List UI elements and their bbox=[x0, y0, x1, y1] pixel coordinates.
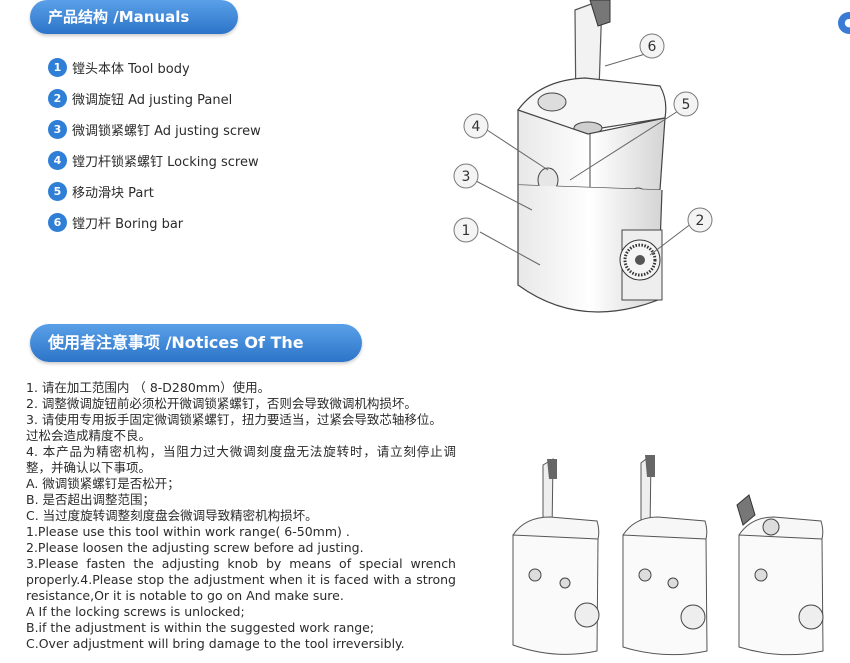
notice-line: 1. 请在加工范围内 （ 8-D280mm）使用。 bbox=[26, 380, 271, 395]
part-item: 4 镗刀杆锁紧螺钉 Locking screw bbox=[48, 145, 261, 176]
part-label: 移动滑块 Part bbox=[72, 186, 154, 201]
notice-line: A. 微调锁紧螺钉是否松开； bbox=[26, 476, 180, 491]
svg-text:2: 2 bbox=[696, 213, 705, 229]
adjustment-steps-illustration bbox=[512, 455, 824, 656]
part-label: 微调旋钮 Ad justing Panel bbox=[72, 93, 233, 108]
floating-action-icon[interactable]: ● bbox=[838, 12, 850, 34]
notice-line: 1.Please use this tool within work range… bbox=[26, 524, 350, 539]
notice-line: B. 是否超出调整范围； bbox=[26, 492, 156, 507]
part-label: 镗刀杆锁紧螺钉 Locking screw bbox=[72, 155, 259, 170]
part-number-badge: 3 bbox=[48, 120, 67, 139]
svg-text:1: 1 bbox=[462, 223, 471, 239]
notice-line: 2. 调整微调旋钮前必须松开微调锁紧螺钉，否则会导致微调机构损坏。 bbox=[26, 396, 417, 411]
callout-1: 1 bbox=[453, 217, 479, 243]
notice-line: A If the locking screws is unlocked; bbox=[26, 604, 245, 619]
part-number-badge: 1 bbox=[48, 58, 67, 77]
parts-list: 1 镗头本体 Tool body 2 微调旋钮 Ad justing Panel 3… bbox=[48, 52, 261, 238]
notices-section-title: 使用者注意事项 /Notices Of The User bbox=[30, 324, 362, 390]
part-item: 3 微调锁紧螺钉 Ad justing screw bbox=[48, 114, 261, 145]
part-item: 5 移动滑块 Part bbox=[48, 176, 261, 207]
notice-line: 过松会造成精度不良。 bbox=[26, 428, 152, 443]
notice-line: 3.Please fasten the adjusting knob by me… bbox=[26, 556, 456, 571]
part-label: 微调锁紧螺钉 Ad justing screw bbox=[72, 124, 261, 139]
callout-6: 6 bbox=[639, 33, 665, 59]
svg-text:4: 4 bbox=[472, 119, 481, 135]
callout-2: 2 bbox=[687, 207, 713, 233]
part-label: 镗头本体 Tool body bbox=[72, 62, 190, 77]
callout-5: 5 bbox=[673, 91, 699, 117]
notice-line: resistance,Or it is notable to go on And… bbox=[26, 588, 344, 603]
part-number-badge: 6 bbox=[48, 213, 67, 232]
step-2-tool-image bbox=[622, 455, 708, 656]
part-label: 镗刀杆 Boring bar bbox=[72, 217, 184, 232]
svg-text:6: 6 bbox=[648, 39, 657, 55]
boring-head-diagram: 6 5 4 3 2 1 bbox=[453, 0, 713, 313]
manuals-section-title: 产品结构 /Manuals bbox=[30, 0, 238, 34]
svg-text:3: 3 bbox=[462, 169, 471, 185]
notice-line: C. 当过度旋转调整刻度盘会微调导致精密机构损坏。 bbox=[26, 508, 318, 523]
part-item: 6 镗刀杆 Boring bar bbox=[48, 207, 261, 238]
step-3-tool-image bbox=[736, 494, 824, 656]
notice-line: 3. 请使用专用扳手固定微调锁紧螺钉，扭力要适当，过紧会导致芯轴移位。 bbox=[26, 412, 442, 427]
notice-line: 整，并确认以下事项。 bbox=[26, 460, 152, 475]
callout-3: 3 bbox=[453, 163, 479, 189]
notices-text: 1. 请在加工范围内 （ 8-D280mm）使用。 2. 调整微调旋钮前必须松开… bbox=[26, 380, 456, 652]
notice-line: B.if the adjustment is within the sugges… bbox=[26, 620, 375, 635]
notice-line: 4. 本产品为精密机构，当阻力过大微调刻度盘无法旋转时，请立刻停止调 bbox=[26, 444, 456, 459]
step-1-tool-image bbox=[512, 458, 600, 655]
svg-text:5: 5 bbox=[682, 97, 691, 113]
callout-4: 4 bbox=[463, 113, 489, 139]
notice-line: 2.Please loosen the adjusting screw befo… bbox=[26, 540, 364, 555]
part-number-badge: 2 bbox=[48, 89, 67, 108]
notice-line: properly.4.Please stop the adjustment wh… bbox=[26, 572, 456, 587]
part-item: 2 微调旋钮 Ad justing Panel bbox=[48, 83, 261, 114]
part-item: 1 镗头本体 Tool body bbox=[48, 52, 261, 83]
part-number-badge: 4 bbox=[48, 151, 67, 170]
notice-line: C.Over adjustment will bring damage to t… bbox=[26, 636, 405, 651]
part-number-badge: 5 bbox=[48, 182, 67, 201]
